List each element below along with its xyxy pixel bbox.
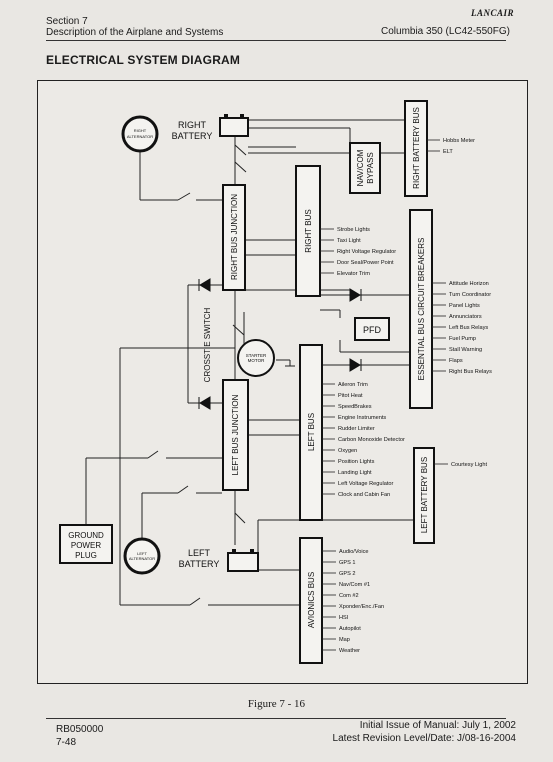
footer-rule [46, 718, 506, 719]
load-item: Flaps [449, 358, 463, 364]
starter-motor [237, 339, 275, 377]
load-item: Carbon Monoxide Detector [338, 437, 405, 443]
label-left-battery-bus: LEFT BATTERY BUS [420, 457, 429, 533]
load-item: Weather [339, 648, 360, 654]
load-item: Left Bus Relays [449, 325, 488, 331]
load-item: Door Seal/Power Point [337, 260, 394, 266]
navcom-bypass-box [349, 142, 381, 194]
crosstie-diode-lower [199, 396, 211, 410]
load-item: Clock and Cabin Fan [338, 492, 390, 498]
load-item: Hobbs Meter [443, 138, 475, 144]
load-item: Panel Lights [449, 303, 480, 309]
load-item: Right Voltage Regulator [337, 249, 396, 255]
load-item: Landing Light [338, 470, 372, 476]
revision-date: Latest Revision Level/Date: J/08-16-2004 [332, 733, 516, 744]
load-item: Right Bus Relays [449, 369, 492, 375]
left-battery-label-1: LEFT [188, 548, 211, 558]
left-battery-label-2: BATTERY [179, 559, 220, 569]
label-left-bus: LEFT BUS [307, 413, 316, 451]
left-bus-junction [222, 379, 249, 491]
ground-power-label-1: GROUND [68, 531, 104, 540]
right-alternator-label-1: RIGHT [134, 128, 147, 133]
label-crosstie-switch: CROSSTIE SWITCH [203, 307, 212, 382]
load-item: ELT [443, 149, 453, 155]
left-alternator [123, 537, 161, 575]
ground-power-label-2: POWER [71, 541, 101, 550]
section-subtitle: Description of the Airplane and Systems [46, 27, 224, 38]
label-navcom-bypass-2: BYPASS [366, 152, 375, 183]
page-number: 7-48 [56, 737, 77, 748]
label-essential-bus: ESSENTIAL BUS CIRCUIT BREAKERS [417, 238, 426, 381]
issue-date: Initial Issue of Manual: July 1, 2002 [359, 720, 516, 731]
load-item: Autopilot [339, 626, 361, 632]
load-item: Taxi Light [337, 238, 361, 244]
label-right-battery-bus: RIGHT BATTERY BUS [412, 107, 421, 189]
header-rule [46, 40, 506, 41]
load-item: SpeedBrakes [338, 404, 372, 410]
load-item: Com #2 [339, 593, 359, 599]
load-item: Rudder Limiter [338, 426, 375, 432]
load-item: GPS 1 [339, 560, 355, 566]
label-right-bus-junction: RIGHT BUS JUNCTION [230, 194, 239, 280]
ground-power-plug [59, 524, 113, 564]
load-item: Left Voltage Regulator [338, 481, 393, 487]
starter-label-1: STARTER [246, 353, 267, 358]
left-battery-bus [413, 447, 435, 544]
essential-diode-upper [349, 288, 361, 302]
right-alternator-label-2: ALTERNATOR [127, 134, 153, 139]
load-item: GPS 2 [339, 571, 355, 577]
section-label: Section 7 [46, 16, 88, 27]
load-item: Nav/Com #1 [339, 582, 370, 588]
load-item: Turn Coordinator [449, 292, 491, 298]
pfd-box [354, 317, 390, 341]
right-bus [295, 165, 321, 297]
right-bus-junction [222, 184, 246, 291]
right-battery-bus [404, 100, 428, 197]
load-item: Engine Instruments [338, 415, 386, 421]
load-item: Pitot Heat [338, 393, 363, 399]
label-navcom-bypass-1: NAV/COM [356, 149, 365, 186]
right-battery-label-2: BATTERY [172, 131, 213, 141]
right-alternator [121, 115, 159, 153]
model-label: Columbia 350 (LC42-550FG) [381, 26, 510, 37]
doc-number: RB050000 [56, 724, 104, 735]
lancair-logo: LANCAIR [471, 8, 515, 18]
load-item: Position Lights [338, 459, 375, 465]
load-item: Fuel Pump [449, 336, 476, 342]
left-bus [299, 344, 323, 521]
essential-diode-lower [349, 358, 361, 372]
figure-caption: Figure 7 - 16 [247, 698, 306, 710]
left-alternator-label-2: ALTERNATOR [129, 556, 155, 561]
ground-power-label-3: PLUG [75, 551, 97, 560]
load-item: Strobe Lights [337, 227, 370, 233]
load-item: Audio/Voice [339, 549, 369, 555]
right-battery [219, 117, 249, 137]
load-item: Aileron Trim [338, 382, 368, 388]
load-item: Attitude Horizon [449, 281, 489, 287]
avionics-bus [299, 537, 323, 664]
pfd-label: PFD [363, 325, 382, 335]
page-title: ELECTRICAL SYSTEM DIAGRAM [46, 53, 241, 67]
starter-label-2: MOTOR [248, 358, 265, 363]
load-item: Map [339, 637, 350, 643]
left-alternator-label-1: LEFT [137, 551, 147, 556]
diagram-frame [37, 80, 528, 684]
essential-bus [409, 209, 433, 409]
right-battery-label-1: RIGHT [178, 120, 207, 130]
left-battery [227, 552, 259, 572]
label-avionics-bus: AVIONICS BUS [307, 572, 316, 628]
load-item: HSI [339, 615, 349, 621]
label-left-bus-junction: LEFT BUS JUNCTION [231, 394, 240, 475]
load-item: Courtesy Light [451, 462, 488, 468]
load-item: Xponder/Enc./Fan [339, 604, 384, 610]
crosstie-diode-upper [199, 278, 211, 292]
load-item: Elevator Trim [337, 271, 370, 277]
load-item: Stall Warning [449, 347, 482, 353]
load-item: Annunciators [449, 314, 482, 320]
load-item: Oxygen [338, 448, 357, 454]
label-right-bus: RIGHT BUS [304, 209, 313, 252]
